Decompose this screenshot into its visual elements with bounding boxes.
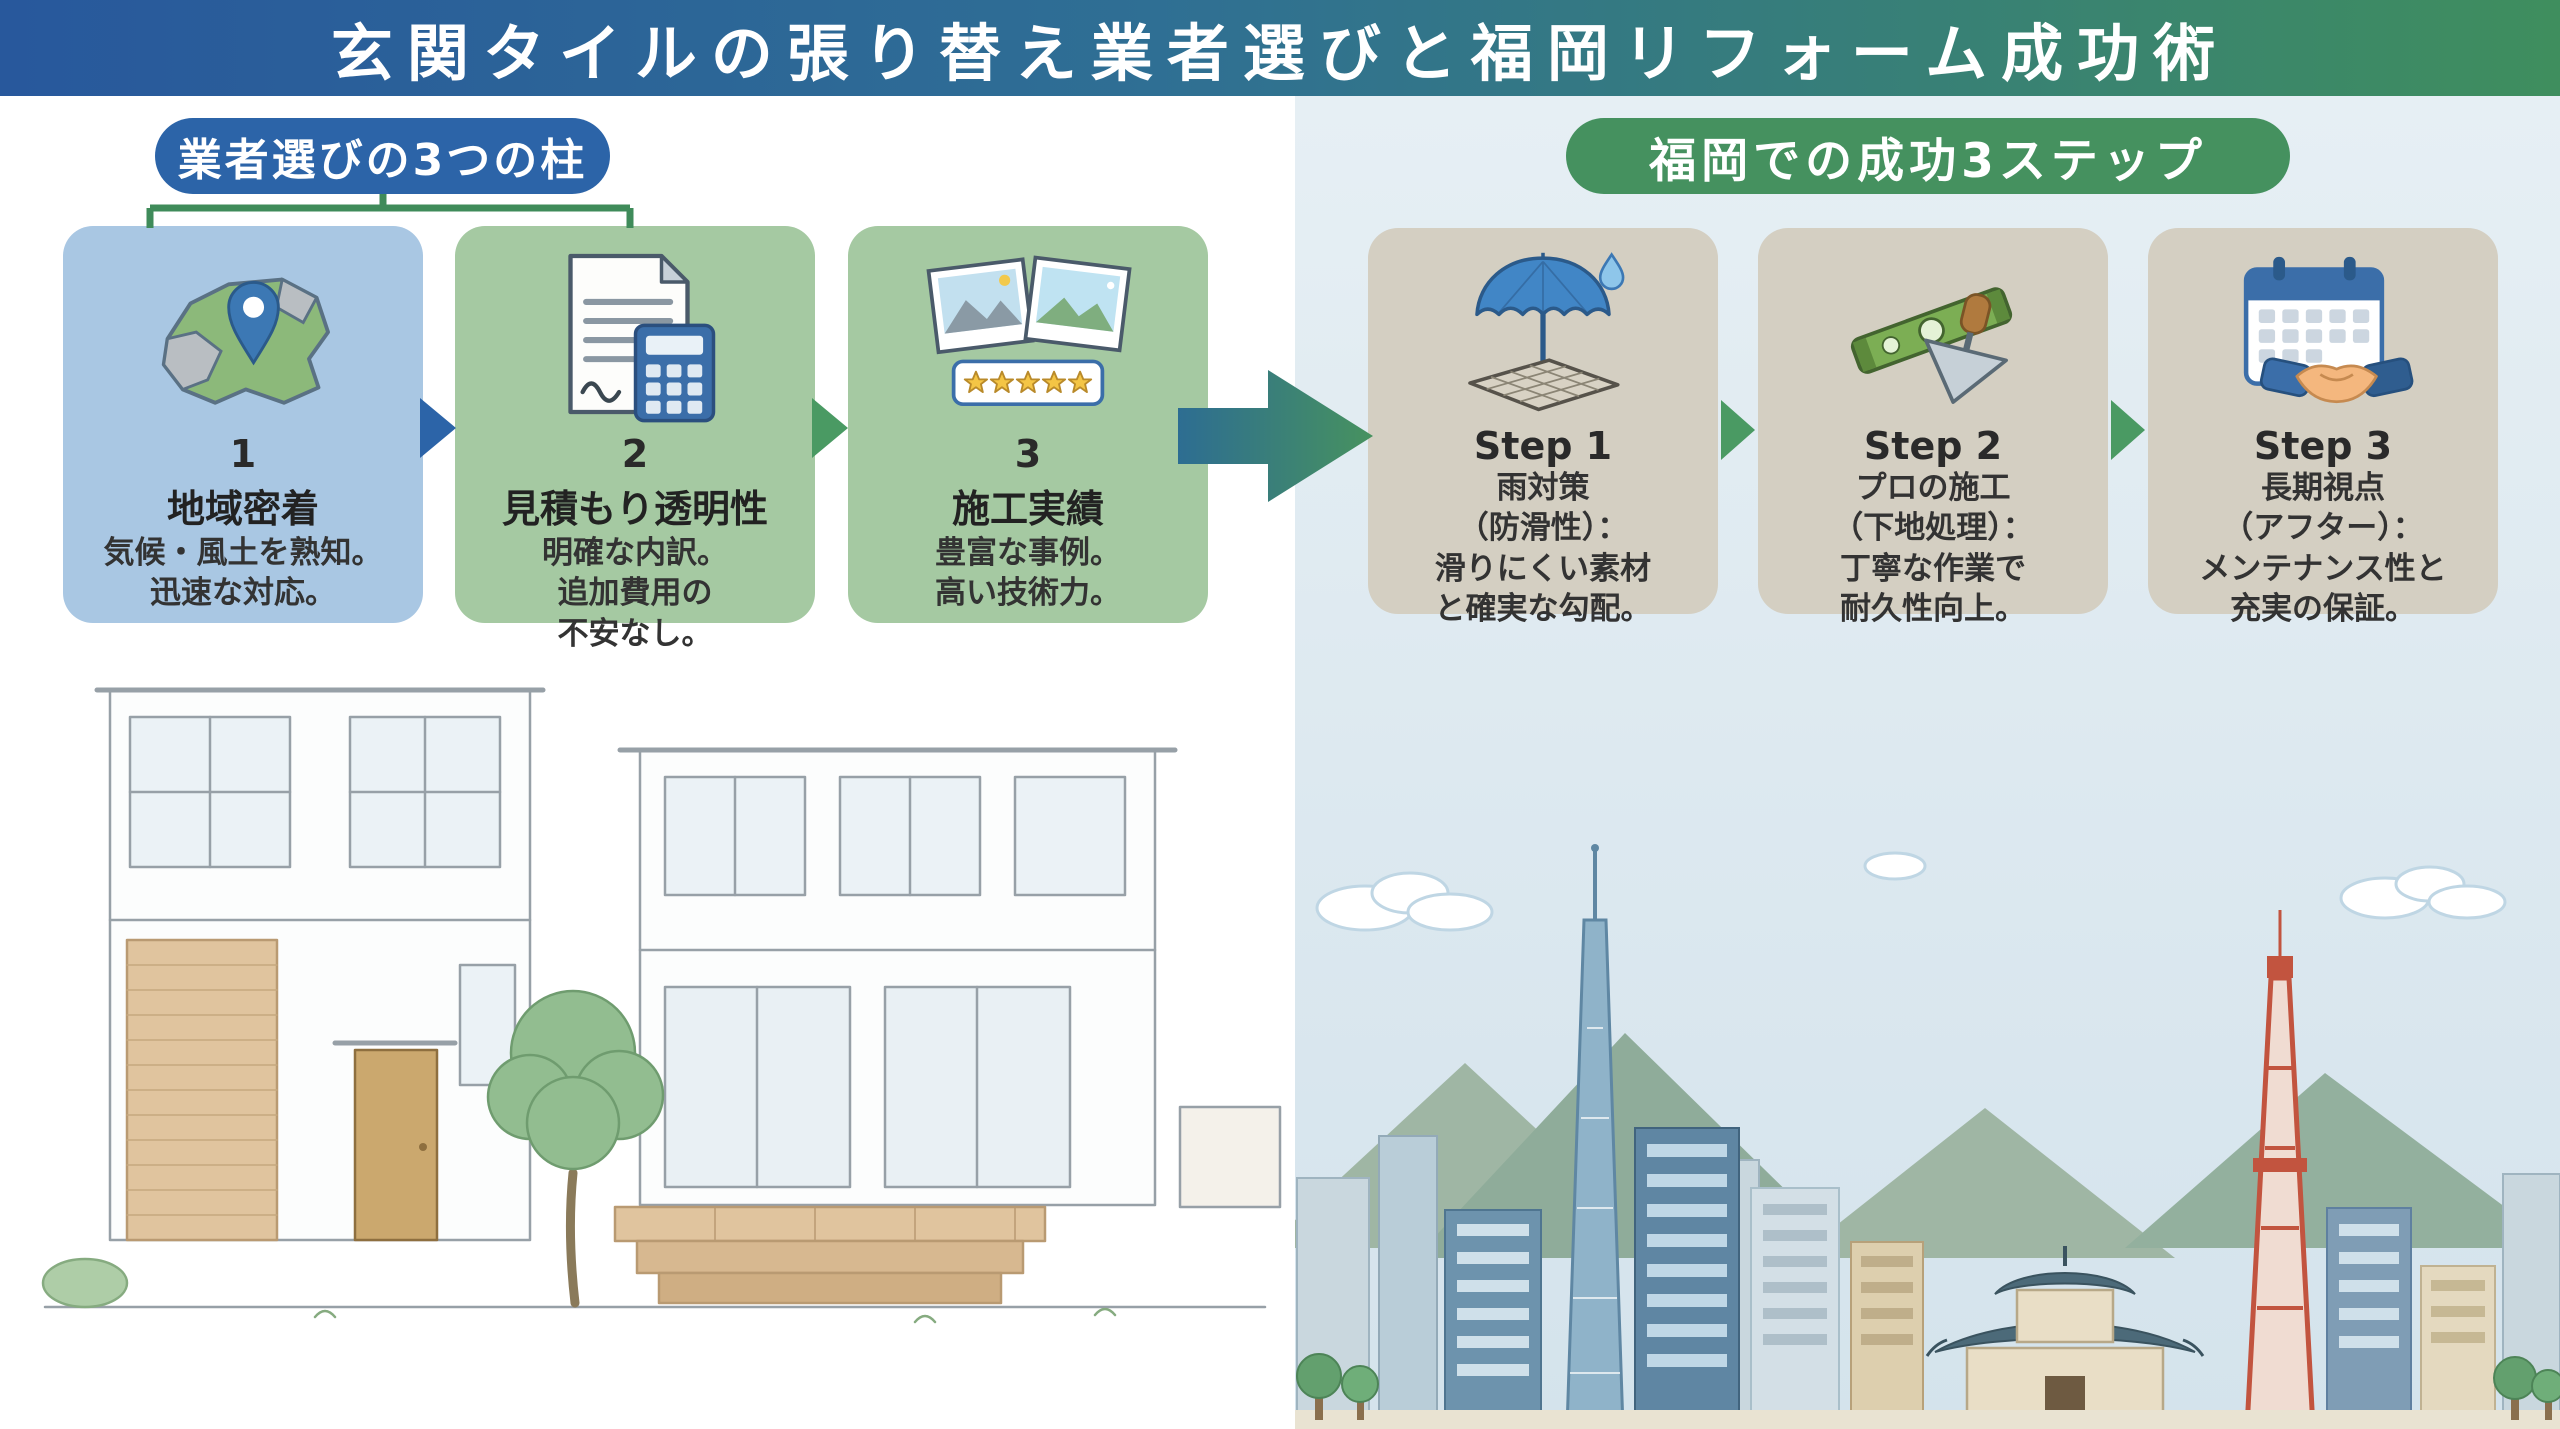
- card-text: 気候・風土を熟知。: [103, 535, 383, 571]
- right-section-header-label: 福岡での成功3ステップ: [1649, 133, 2207, 189]
- card-text: （防滑性）：: [1457, 510, 1629, 547]
- arrow-card2-to-card3: [812, 398, 848, 458]
- left-section-header: 業者選びの3つの柱: [155, 118, 610, 194]
- work-photos-rating-icon: [856, 238, 1200, 430]
- card-text: 明確な内訳。: [542, 535, 728, 571]
- right-section-header: 福岡での成功3ステップ: [1566, 118, 2290, 194]
- calendar-handshake-icon: [2156, 240, 2490, 424]
- card-text: 豊富な事例。: [935, 535, 1121, 571]
- fukuoka-skyline-illustration: [1295, 844, 2560, 1429]
- card-text: 長期視点: [2261, 470, 2385, 506]
- card-number: 1: [229, 432, 257, 476]
- arrow-step1-to-step2: [1721, 400, 1755, 460]
- page-title: 玄関タイルの張り替え業者選びと福岡リフォーム成功術: [330, 17, 2230, 90]
- house-sketch-illustration: [41, 687, 1282, 1324]
- card-text: 高い技術力。: [935, 575, 1121, 612]
- card-text: 追加費用の: [557, 575, 713, 612]
- card-number: 3: [1014, 432, 1042, 476]
- card-heading: 施工実績: [951, 487, 1104, 531]
- level-trowel-icon: [1766, 240, 2100, 424]
- fukuoka-map-pin-icon: [71, 238, 415, 430]
- card-text: 丁寧な作業で: [1840, 550, 2026, 587]
- card-text: （アフター）：: [2222, 510, 2424, 547]
- pillar-card-local: 1 地域密着 気候・風土を熟知。 迅速な対応。: [63, 226, 423, 623]
- card-text: プロの施工: [1855, 470, 2011, 506]
- connector-bracket: [146, 188, 634, 228]
- card-text: 充実の保証。: [2230, 590, 2416, 627]
- card-heading: 見積もり透明性: [501, 487, 768, 531]
- estimate-document-calculator-icon: [463, 238, 807, 430]
- transition-arrow: [1178, 370, 1373, 502]
- pillar-card-track-record: 3 施工実績 豊富な事例。 高い技術力。: [848, 226, 1208, 623]
- title-banner: 玄関タイルの張り替え業者選びと福岡リフォーム成功術: [0, 0, 2560, 96]
- card-text: メンテナンス性と: [2199, 550, 2447, 587]
- arrow-step2-to-step3: [2111, 400, 2145, 460]
- left-section-header-label: 業者選びの3つの柱: [177, 135, 588, 186]
- umbrella-tile-icon: [1376, 240, 1710, 424]
- step-card-pro-work: Step 2 プロの施工 （下地処理）： 丁寧な作業で 耐久性向上。: [1758, 228, 2108, 627]
- card-text: 滑りにくい素材: [1434, 550, 1652, 587]
- card-text: と確実な勾配。: [1434, 590, 1652, 627]
- step-label: Step 2: [1863, 424, 2003, 468]
- card-text: 耐久性向上。: [1840, 590, 2026, 627]
- card-heading: 地域密着: [166, 487, 319, 531]
- step-card-long-term: Step 3 長期視点 （アフター）： メンテナンス性と 充実の保証。: [2148, 228, 2498, 627]
- card-text: 迅速な対応。: [150, 575, 336, 612]
- step-card-rain: Step 1 雨対策 （防滑性）： 滑りにくい素材 と確実な勾配。: [1368, 228, 1718, 627]
- step-label: Step 1: [1473, 424, 1613, 468]
- card-text: （下地処理）：: [1832, 510, 2034, 547]
- card-text: 雨対策: [1496, 470, 1590, 506]
- card-number: 2: [621, 432, 649, 476]
- arrow-card1-to-card2: [420, 398, 456, 458]
- pillar-card-estimate: 2 見積もり透明性 明確な内訳。 追加費用の 不安なし。: [455, 226, 815, 652]
- card-text: 不安なし。: [557, 615, 713, 652]
- step-label: Step 3: [2253, 424, 2393, 468]
